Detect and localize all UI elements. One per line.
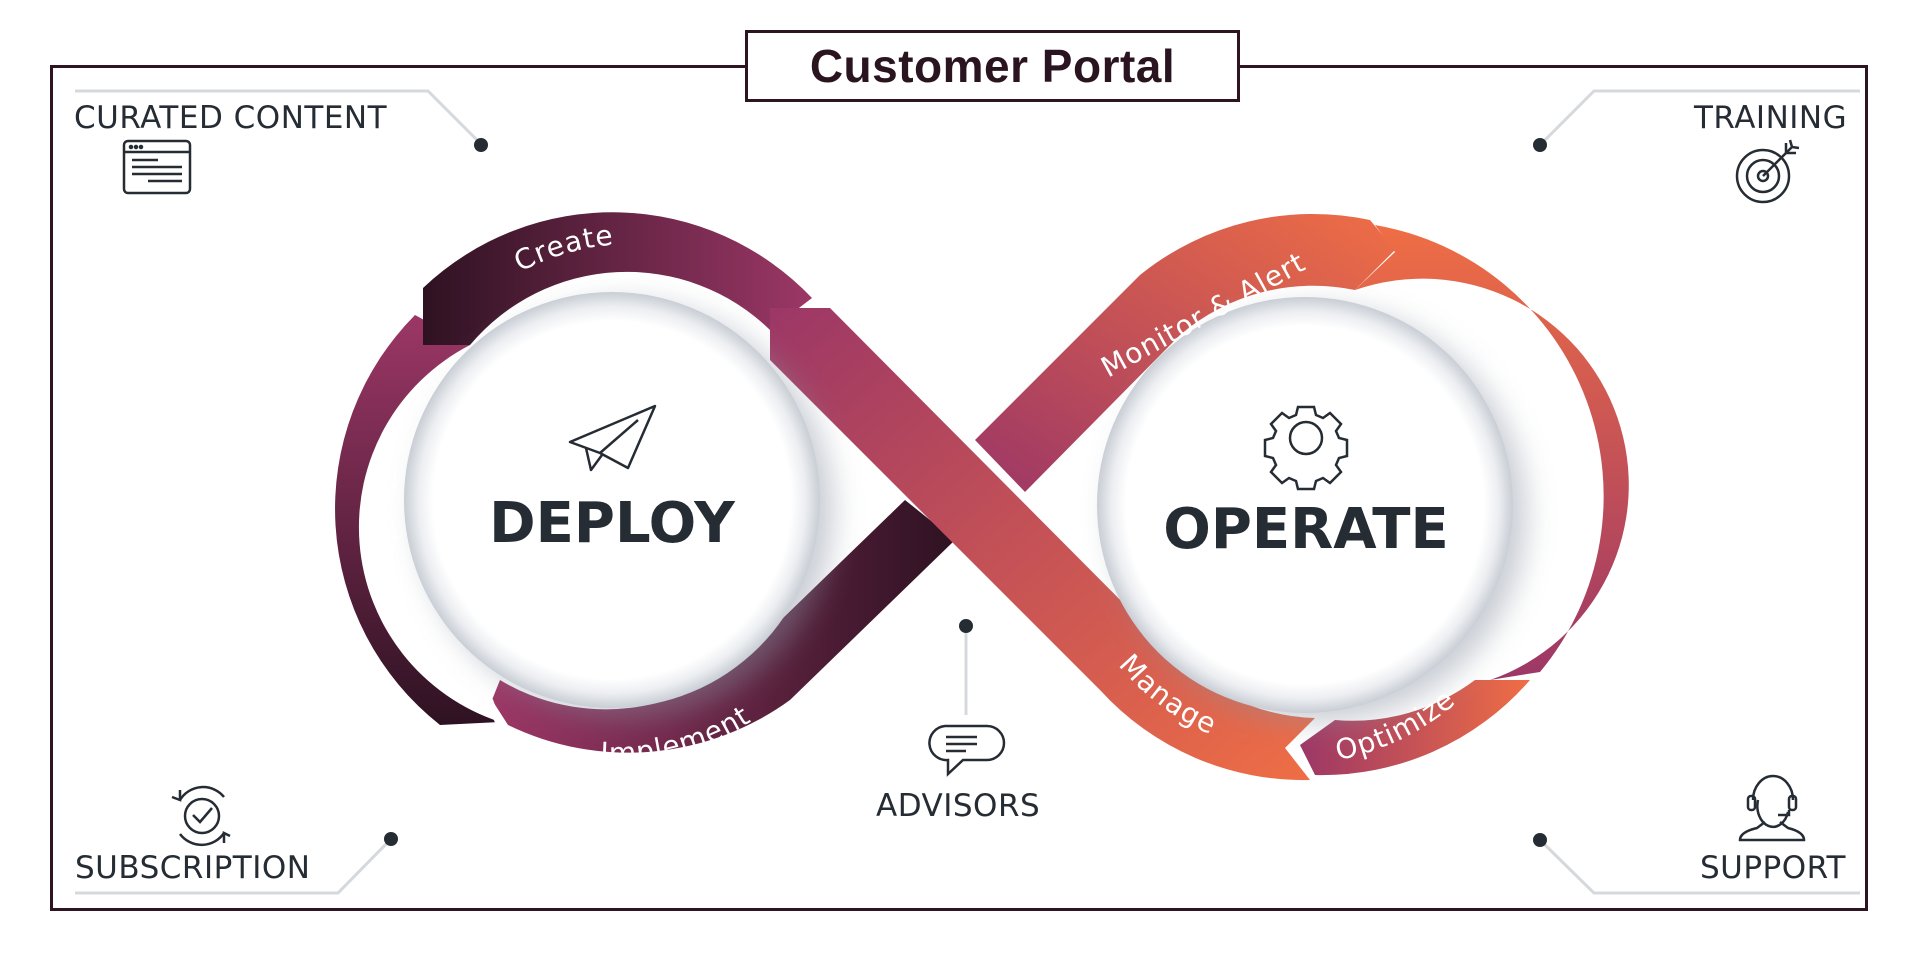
title-box: Customer Portal	[745, 30, 1240, 102]
connector-curated-content	[75, 89, 483, 146]
page-title: Customer Portal	[809, 40, 1176, 92]
connector-dot-support	[1533, 833, 1547, 847]
connector-dot-curated-content	[474, 138, 488, 152]
ribbon-monitor-alert	[975, 213, 1395, 492]
chat-bubble-icon	[928, 724, 1006, 777]
curated-content-label[interactable]: CURATED CONTENT	[74, 100, 388, 136]
paper-plane-icon	[568, 404, 657, 472]
deploy-hub	[404, 292, 820, 708]
connectors	[75, 89, 1860, 895]
advisors-label[interactable]: ADVISORS	[876, 788, 1041, 824]
connector-dot-training	[1533, 138, 1547, 152]
ribbon-optimize	[1300, 680, 1530, 776]
gear-icon	[1263, 405, 1349, 491]
ribbon-diagnose-troubleshoot	[1355, 225, 1629, 680]
connector-support	[1538, 838, 1860, 895]
browser-window-icon	[122, 139, 192, 195]
operate-hub	[1097, 297, 1513, 713]
ribbon-configure	[335, 315, 500, 725]
renew-check-icon	[171, 785, 231, 847]
subscription-label[interactable]: SUBSCRIPTION	[75, 850, 311, 886]
ribbon-implement	[492, 500, 955, 753]
target-icon	[1735, 139, 1800, 204]
connector-training	[1539, 89, 1860, 146]
connector-dot-subscription	[384, 832, 398, 846]
ribbon-create	[423, 212, 812, 345]
deploy-label: DEPLOY	[489, 491, 736, 556]
operate-label: OPERATE	[1163, 497, 1448, 562]
training-label[interactable]: TRAINING	[1694, 100, 1848, 136]
connector-dot-advisors	[959, 619, 973, 633]
support-label[interactable]: SUPPORT	[1700, 850, 1846, 886]
headset-agent-icon	[1738, 774, 1806, 842]
deploy-loop	[335, 212, 955, 753]
connector-subscription	[75, 838, 392, 895]
